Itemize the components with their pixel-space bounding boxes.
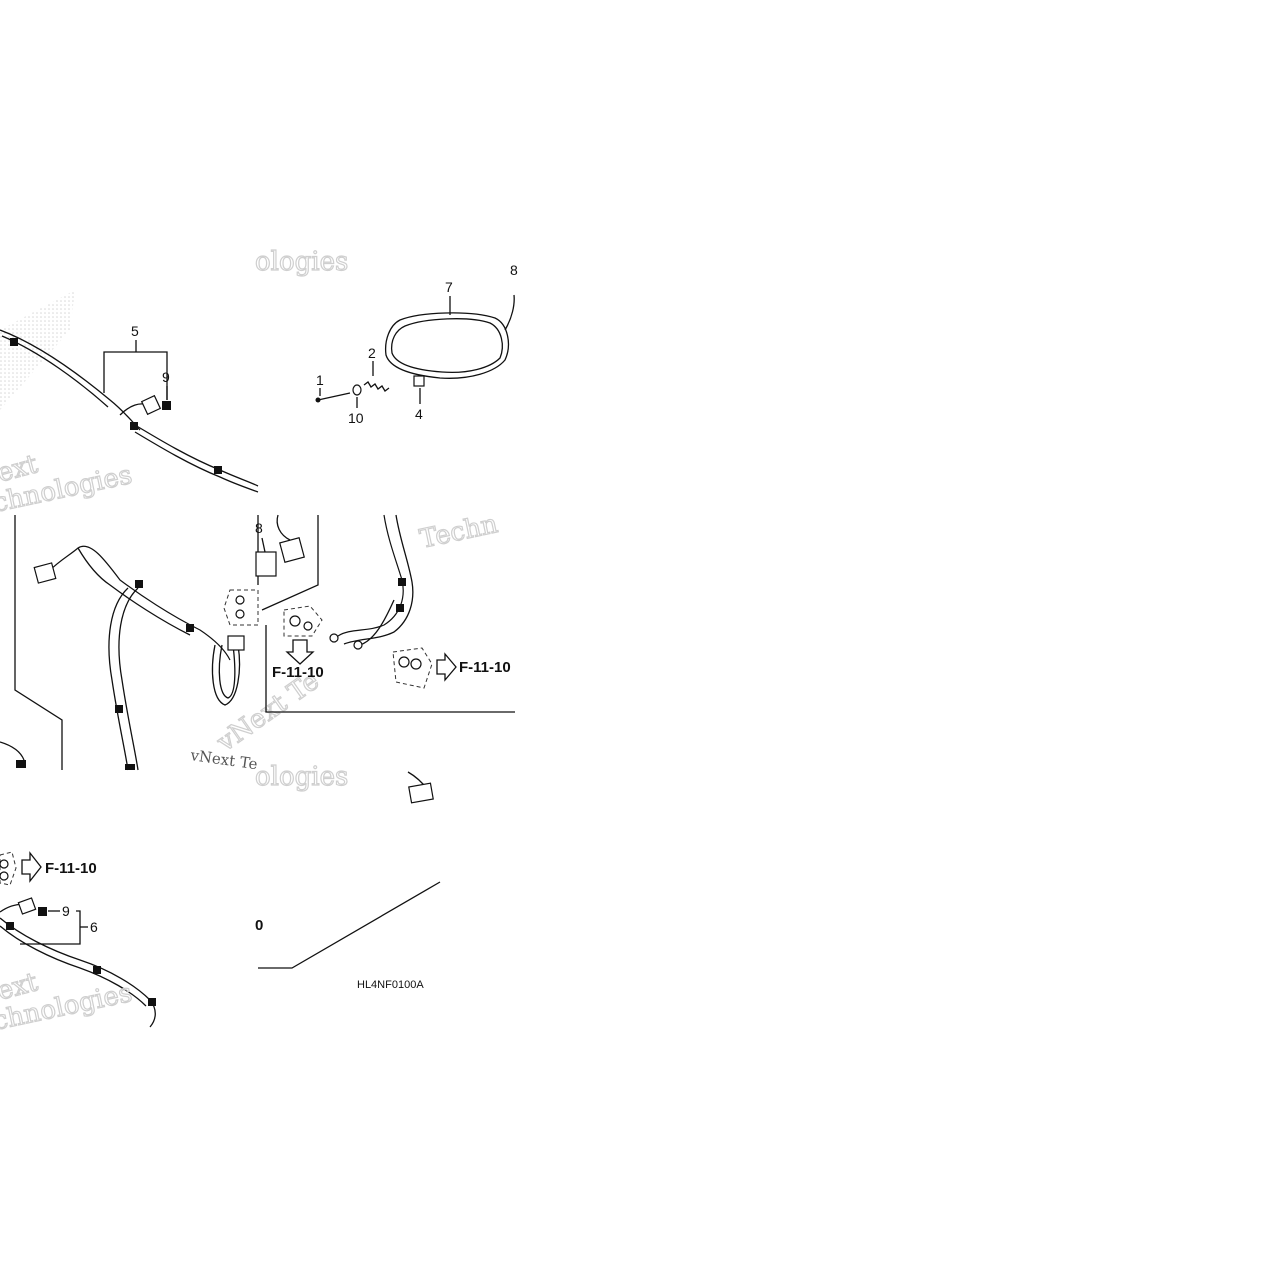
hose-end: [329, 633, 339, 643]
clip-9-top: [162, 401, 171, 410]
connector-5: [140, 394, 162, 416]
connector: [408, 782, 434, 804]
harness-edge-wire: [0, 741, 25, 761]
clamp: [6, 922, 14, 930]
frame-outline-left: [14, 515, 63, 770]
frame-outline: [258, 881, 441, 969]
fastener: [0, 859, 9, 869]
hose-branch: [359, 599, 395, 646]
connector-8-lead: [276, 514, 291, 541]
ref-f-11-10-b: F-11-10: [459, 659, 511, 676]
clamp: [93, 966, 101, 974]
clamp: [115, 705, 123, 713]
fastener-group: [223, 589, 259, 626]
callout-6: 6: [90, 919, 98, 935]
callout-7: 7: [445, 279, 453, 295]
diagram-code: HL4NF0100A: [357, 979, 424, 991]
fastener: [289, 615, 301, 627]
callout-8: 8: [255, 520, 263, 536]
bolt-1: [317, 392, 351, 401]
fastener: [410, 658, 422, 670]
clamp: [214, 466, 222, 474]
harness-8-main: [47, 545, 231, 661]
fastener-group: [0, 851, 17, 886]
spring-2: [363, 381, 390, 392]
harness-5-branch: [134, 424, 259, 487]
clamp: [10, 338, 18, 346]
harness-6-wire: [0, 917, 156, 1028]
clamp: [135, 580, 143, 588]
harness-8-main-edge: [77, 547, 191, 636]
clamp: [398, 578, 406, 586]
bracket-6: [20, 910, 81, 945]
ref-f-11-10-c: F-11-10: [45, 860, 97, 877]
tile-harness-5: 5 9 ext chnologies: [0, 290, 259, 519]
harness-5-branch-edge: [134, 431, 259, 493]
ref-arrow-right: [436, 652, 457, 682]
watermark-text: ologies: [255, 247, 348, 277]
callout-8-top: 8: [510, 262, 518, 278]
harness-8-drop: [108, 587, 129, 771]
fastener: [303, 621, 313, 631]
watermark-text: ologies: [255, 762, 348, 792]
reservoir-hose: [504, 294, 515, 331]
harness-8-drop-edge: [118, 587, 139, 771]
washer-10: [352, 384, 362, 396]
fastener-group: [283, 605, 323, 637]
watermark-text: vNext Te: [188, 746, 258, 773]
connector-8-mate: [279, 537, 305, 563]
ref-arrow-right: [21, 851, 42, 883]
callout-10: 10: [348, 410, 364, 426]
connector-8: [255, 551, 277, 577]
connector-6: [17, 897, 37, 915]
fastener: [398, 656, 410, 668]
tile-reservoir-7: ologies 7 8 1 10 2 4: [254, 246, 518, 426]
callout-2: 2: [368, 345, 376, 361]
fastener: [0, 871, 9, 881]
reservoir-inner: [390, 318, 503, 374]
callout-1: 1: [316, 372, 324, 388]
clamp: [148, 998, 156, 1006]
harness-8-loop: [211, 644, 241, 706]
fastener: [235, 609, 245, 619]
callout-9-bottom: 9: [62, 903, 70, 919]
tile-footer: ologies 0 HL4NF0100A: [254, 761, 441, 991]
bolt-1-head: [315, 397, 321, 403]
hose-main: [337, 514, 404, 637]
ref-fragment: 0: [255, 917, 263, 934]
bracket-5: [103, 351, 168, 400]
clamp: [16, 760, 26, 768]
callout-5: 5: [131, 323, 139, 339]
clamp: [130, 422, 138, 430]
harness-8-loop-inner: [218, 644, 236, 699]
callout-9-top: 9: [162, 369, 170, 385]
fastener: [235, 595, 245, 605]
nut-4: [413, 375, 425, 387]
ref-arrow-down: [285, 639, 315, 665]
hose-end: [353, 640, 363, 650]
tile-harness-6: vNext Te F-11-10 9 6 ext chnologies: [0, 746, 259, 1037]
connector-left: [33, 562, 57, 584]
leader-8: [261, 537, 266, 553]
frame-outline: [265, 625, 515, 713]
clip-9-bottom: [38, 907, 47, 916]
harness-6-wire-edge: [0, 925, 147, 1007]
clamp: [186, 624, 194, 632]
fastener-group: [392, 647, 433, 689]
ref-f-11-10-a: F-11-10: [272, 664, 324, 681]
tile-harness-8: 8 vNext Te: [0, 514, 325, 771]
clamp: [396, 604, 404, 612]
connector-junction: [227, 635, 245, 651]
watermark-text: Techn: [417, 509, 501, 555]
clamp: [125, 764, 135, 770]
reservoir-body: [384, 312, 509, 379]
callout-4: 4: [415, 406, 423, 422]
watermark-logo-pattern: [0, 290, 75, 410]
harness-5-wire: [0, 329, 141, 431]
